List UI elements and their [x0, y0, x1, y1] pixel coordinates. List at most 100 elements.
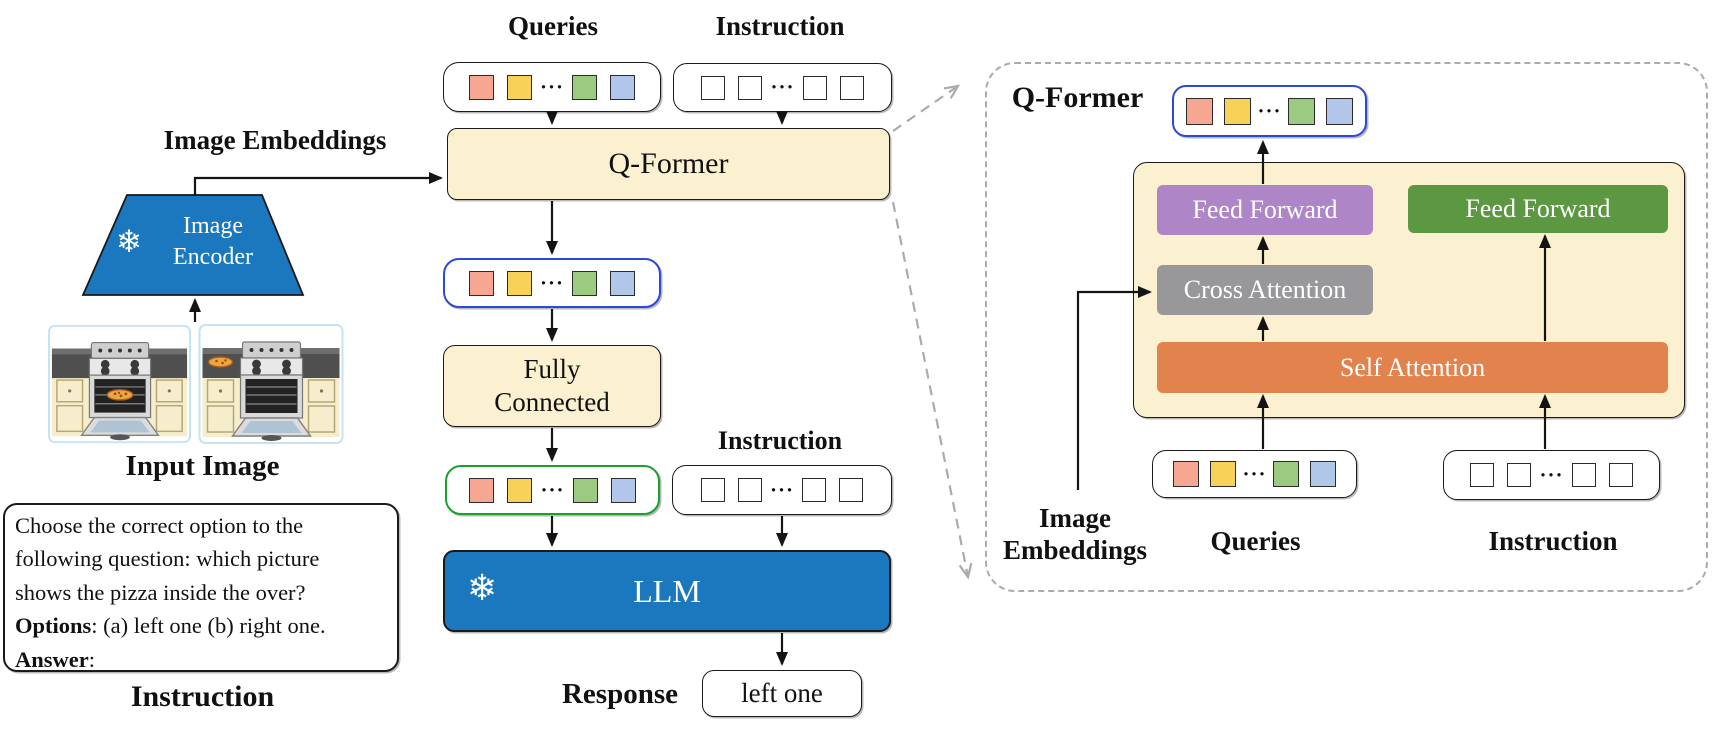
- query-tokens-top: ···: [443, 62, 661, 112]
- token-square-yellow: [1210, 461, 1237, 487]
- query-token-row: ···: [1153, 451, 1356, 497]
- token-square-white: [1507, 463, 1532, 487]
- instruction-line-3: shows the pizza inside the over?: [15, 579, 306, 605]
- qformer-box-label: Q-Former: [608, 147, 729, 180]
- token-square-white: [701, 75, 726, 100]
- instruction-token-row: ···: [674, 64, 891, 111]
- ellipsis-dots: ···: [770, 75, 795, 99]
- self-attention-label: Self Attention: [1339, 352, 1486, 382]
- instruction-token-row: ···: [673, 466, 891, 514]
- token-square-salmon: [1173, 461, 1200, 487]
- response-label: Response: [561, 678, 678, 710]
- instruction-label-top: Instruction: [715, 11, 845, 41]
- token-square-white: [839, 478, 863, 502]
- token-square-white: [802, 75, 827, 100]
- token-square-white: [1470, 463, 1495, 487]
- image-embeddings-label: Image Embeddings: [163, 125, 387, 155]
- token-square-yellow: [1224, 97, 1252, 125]
- llm-box: ❄ LLM: [443, 550, 891, 632]
- ellipsis-dots: ···: [769, 477, 794, 502]
- image-encoder-label: Image Encoder: [173, 213, 253, 270]
- instruction-prompt-box: Choose the correct option to the followi…: [3, 503, 399, 672]
- instruction-label-mid: Instruction: [717, 426, 843, 455]
- query-tokens-panel-input: ···: [1152, 450, 1357, 498]
- query-tokens-after-qformer: ···: [443, 258, 661, 308]
- fully-connected-box: Fully Connected: [443, 345, 661, 427]
- llm-label: LLM: [633, 572, 701, 609]
- cross-attention-box: Cross Attention: [1157, 265, 1373, 315]
- answer-bold: Answer: [15, 646, 89, 672]
- token-square-blue: [1325, 97, 1353, 125]
- options-bold: Options: [15, 613, 92, 639]
- snowflake-icon: ❄: [116, 224, 142, 259]
- token-square-green: [572, 270, 597, 296]
- options-rest: : (a) left one (b) right one.: [91, 613, 326, 639]
- query-tokens-after-fc: ···: [445, 465, 660, 515]
- arrow-image-embeddings-to-qformer: [193, 172, 443, 196]
- ellipsis-dots: ···: [539, 270, 564, 295]
- ellipsis-dots: ···: [539, 74, 564, 99]
- instruction-tokens-top: ···: [673, 63, 892, 112]
- self-attention-box: Self Attention: [1157, 342, 1668, 393]
- instruction-label-panel: Instruction: [1488, 526, 1618, 556]
- token-square-blue: [610, 477, 636, 503]
- input-image-label: Input Image: [125, 450, 280, 482]
- token-square-green: [572, 74, 597, 100]
- token-square-white: [1571, 463, 1596, 487]
- qformer-panel-title: Q-Former: [1011, 81, 1144, 114]
- queries-label-panel: Queries: [1210, 526, 1301, 556]
- response-box: left one: [702, 670, 862, 717]
- image-embeddings-line2: Embeddings: [1002, 535, 1148, 565]
- token-square-white: [738, 75, 763, 100]
- instruction-line-2: following question: which picture: [15, 546, 320, 572]
- instruction-line-1: Choose the correct option to the: [15, 513, 304, 538]
- dashed-link-qformer-top: [892, 84, 961, 132]
- cross-attention-label: Cross Attention: [1183, 275, 1347, 304]
- token-square-salmon: [1186, 97, 1214, 125]
- image-embeddings-line1: Image: [1039, 503, 1111, 533]
- ellipsis-dots: ···: [540, 477, 565, 502]
- token-square-salmon: [469, 477, 495, 503]
- answer-rest: :: [88, 646, 96, 672]
- dashed-link-qformer-bottom: [891, 201, 973, 580]
- token-square-white: [839, 75, 864, 100]
- token-square-white: [700, 478, 725, 502]
- query-tokens-panel-output: ···: [1172, 85, 1367, 137]
- instruction-token-row: ···: [1444, 451, 1659, 499]
- token-square-blue: [1309, 461, 1336, 487]
- instruction-tokens-mid: ···: [672, 465, 892, 515]
- ellipsis-dots: ···: [1257, 98, 1282, 123]
- qformer-detail-panel: [985, 62, 1708, 592]
- fully-connected-label: Fully Connected: [494, 354, 610, 417]
- queries-label-top: Queries: [508, 11, 598, 41]
- token-square-salmon: [468, 74, 494, 100]
- snowflake-icon: ❄: [467, 568, 498, 608]
- instruction-line-answer: Answer:: [15, 643, 387, 676]
- qformer-box: Q-Former: [447, 128, 890, 200]
- query-token-row: ···: [1174, 87, 1365, 135]
- instruction-line-options: Options: (a) left one (b) right one.: [15, 609, 387, 642]
- query-token-row: ···: [447, 467, 658, 513]
- ellipsis-dots: ···: [1242, 461, 1267, 486]
- token-square-green: [572, 477, 598, 503]
- input-image-right-pizza-on-counter: [198, 324, 344, 444]
- feed-forward-right-box: Feed Forward: [1408, 185, 1668, 233]
- instruction-tokens-panel-input: ···: [1443, 450, 1660, 500]
- query-token-row: ···: [444, 63, 660, 111]
- token-square-blue: [610, 74, 635, 100]
- feed-forward-left-box: Feed Forward: [1157, 185, 1373, 235]
- ellipsis-dots: ···: [1539, 462, 1564, 487]
- token-square-green: [1272, 461, 1299, 487]
- response-value: left one: [741, 678, 823, 708]
- instruction-label-left: Instruction: [130, 680, 275, 713]
- input-image-left-pizza-in-oven: [48, 324, 191, 444]
- token-square-white: [802, 478, 826, 502]
- token-square-green: [1287, 97, 1315, 125]
- feed-forward-left-label: Feed Forward: [1192, 195, 1338, 224]
- token-square-yellow: [506, 74, 532, 100]
- token-square-blue: [610, 270, 635, 296]
- token-square-white: [737, 478, 762, 502]
- token-square-salmon: [468, 270, 494, 296]
- image-embeddings-label-panel: Image Embeddings: [970, 502, 1180, 566]
